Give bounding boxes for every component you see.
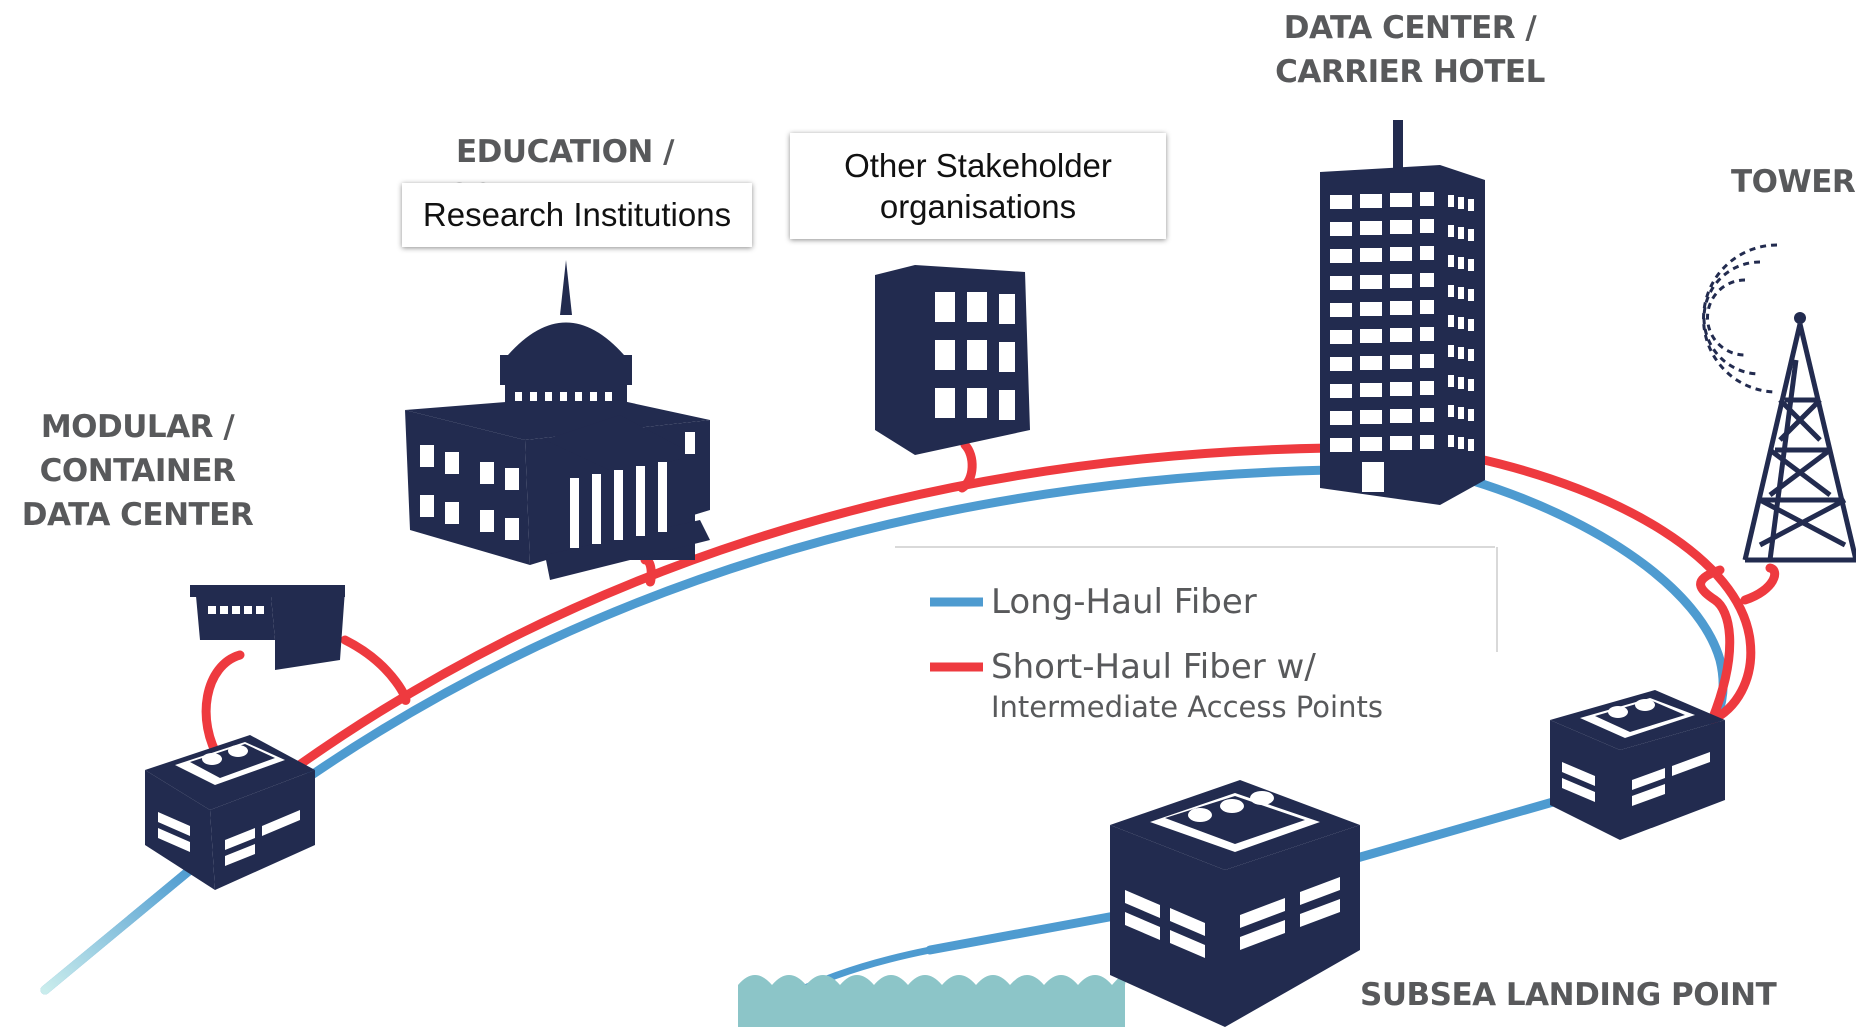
label-data-center-line-1: DATA CENTER / (1283, 10, 1537, 46)
label-tower-text: TOWER (1731, 164, 1856, 200)
callout-research-institutions: Research Institutions (402, 183, 752, 247)
callout-other-stakeholder-organisations: Other Stakeholder organisations (790, 133, 1166, 239)
legend (895, 546, 1498, 672)
edge-data-center-right-icon (1550, 690, 1725, 840)
long-haul-tail (40, 865, 195, 995)
label-education-government: EDUCATION / GOVERNMENT (420, 130, 710, 188)
label-subsea-text: SUBSEA LANDING POINT (1360, 977, 1777, 1013)
label-modular-line-3: DATA CENTER (21, 497, 254, 533)
label-modular-container-data-center: MODULAR / CONTAINER DATA CENTER (0, 405, 275, 537)
legend-short-haul-sublabel: Intermediate Access Points (991, 690, 1383, 724)
label-education-line-1: EDUCATION / (455, 134, 675, 170)
callout-stakeholder-line-1: Other Stakeholder (844, 147, 1112, 184)
modular-container-icon (190, 585, 345, 670)
label-subsea-landing-point: SUBSEA LANDING POINT (1360, 973, 1800, 1017)
callout-stakeholder-line-2: organisations (879, 188, 1077, 225)
government-building-icon (405, 260, 710, 580)
subsea-landing-station-icon (1110, 780, 1360, 1027)
legend-short-haul-label: Short-Haul Fiber w/ (991, 647, 1316, 687)
callout-research-text: Research Institutions (422, 196, 732, 233)
label-modular-line-2: CONTAINER (39, 453, 236, 489)
legend-long-haul-label: Long-Haul Fiber (991, 582, 1257, 622)
cell-tower-icon (1702, 243, 1856, 563)
label-data-center-carrier-hotel: DATA CENTER / CARRIER HOTEL (1240, 6, 1580, 94)
water-waves-icon (738, 975, 1126, 1027)
skyscraper-icon (1320, 120, 1485, 505)
label-modular-line-1: MODULAR / (40, 409, 235, 445)
office-building-icon (875, 265, 1030, 455)
label-tower: TOWER (1731, 160, 1856, 204)
edge-data-center-left-icon (145, 735, 315, 890)
short-haul-fiber-line (201, 440, 1780, 773)
label-data-center-line-2: CARRIER HOTEL (1275, 54, 1545, 90)
